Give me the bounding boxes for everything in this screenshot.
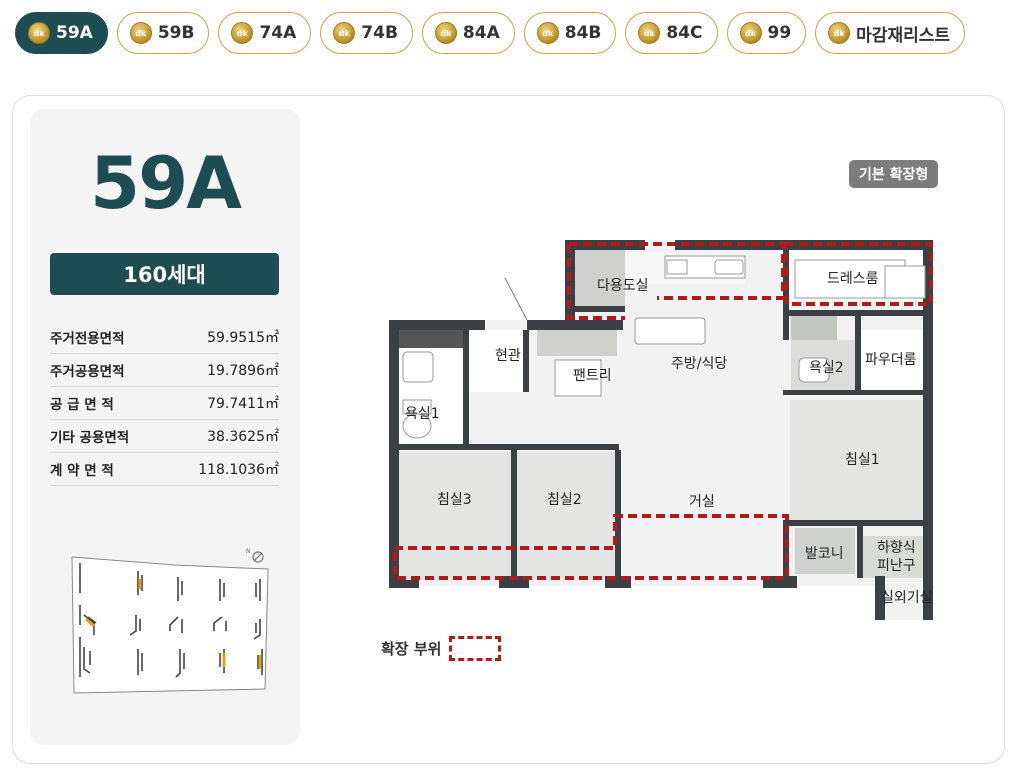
- plan-type-tag: 기본 확장형: [849, 160, 939, 188]
- area-row: 주거전용면적 59.9515㎡: [50, 321, 279, 354]
- area-row: 공 급 면 적 79.7411㎡: [50, 387, 279, 420]
- room-evac-line1: 하향식: [877, 540, 916, 556]
- area-value: 118.1036㎡: [198, 462, 279, 478]
- tab-finish-list[interactable]: dk 마감재리스트: [815, 12, 966, 54]
- room-outdoor-unit: 실외기실: [881, 590, 933, 606]
- area-value: 19.7896㎡: [207, 363, 279, 379]
- area-row: 계 약 면 적 118.1036㎡: [50, 453, 279, 486]
- gold-emblem-icon: dk: [536, 22, 559, 44]
- area-row: 기타 공용면적 38.3625㎡: [50, 420, 279, 453]
- gold-emblem-icon: dk: [828, 22, 851, 44]
- area-label: 계 약 면 적: [50, 463, 114, 479]
- room-evac-line2: 피난구: [877, 558, 916, 574]
- room-bed-3: 침실3: [437, 492, 472, 508]
- compass-icon: N: [246, 548, 264, 563]
- tab-74b[interactable]: dk 74B: [320, 12, 413, 54]
- gold-emblem-icon: dk: [638, 22, 661, 44]
- area-row: 주거공용면적 19.7896㎡: [50, 354, 279, 387]
- room-entrance: 현관: [495, 348, 521, 364]
- legend-label: 확장 부위: [381, 640, 442, 658]
- tab-label: 59B: [157, 23, 195, 43]
- unit-detail-card: 59A 160세대 주거전용면적 59.9515㎡ 주거공용면적 19.7896…: [12, 95, 1005, 764]
- svg-text:N: N: [246, 548, 251, 555]
- legend-dashed-box: [449, 636, 502, 661]
- gold-emblem-icon: dk: [434, 22, 457, 44]
- tab-84c[interactable]: dk 84C: [625, 12, 718, 54]
- tab-label: 74A: [259, 23, 297, 43]
- tab-99[interactable]: dk 99: [726, 12, 807, 54]
- room-living: 거실: [689, 494, 715, 510]
- area-value: 59.9515㎡: [207, 330, 279, 346]
- gold-emblem-icon: dk: [739, 22, 762, 44]
- fixtures: [402, 255, 926, 439]
- tab-label: 84A: [462, 23, 500, 43]
- plan-legend: 확장 부위: [381, 636, 502, 661]
- area-label: 주거공용면적: [50, 364, 125, 380]
- tab-59a[interactable]: dk 59A: [15, 12, 108, 54]
- tab-label: 99: [767, 23, 792, 43]
- floor-plan: 드레스룸 다용도실 주방/식당 현관 팬트리 욕실1 욕실2 파우더룸 침실1 …: [389, 240, 933, 620]
- tab-label: 84B: [564, 23, 602, 43]
- area-label: 공 급 면 적: [50, 397, 114, 413]
- room-kitchen: 주방/식당: [671, 356, 727, 372]
- unit-type-title: 59A: [90, 141, 242, 225]
- tab-74a[interactable]: dk 74A: [218, 12, 312, 54]
- tab-84a[interactable]: dk 84A: [421, 12, 515, 54]
- tab-59b[interactable]: dk 59B: [116, 12, 210, 54]
- area-table: 주거전용면적 59.9515㎡ 주거공용면적 19.7896㎡ 공 급 면 적 …: [50, 321, 279, 486]
- area-label: 주거전용면적: [50, 331, 125, 347]
- unit-info-panel: 59A 160세대 주거전용면적 59.9515㎡ 주거공용면적 19.7896…: [30, 109, 300, 745]
- expansion-areas: [393, 242, 933, 580]
- area-value: 79.7411㎡: [207, 396, 279, 412]
- room-powder: 파우더룸: [865, 352, 917, 368]
- area-label: 기타 공용면적: [50, 430, 130, 446]
- unit-type-tabs: dk 59A dk 59B dk 74A dk 74B dk 84A dk 84…: [15, 12, 966, 54]
- tab-label: 59A: [56, 23, 93, 43]
- tab-label: 74B: [361, 23, 398, 43]
- gold-emblem-icon: dk: [231, 22, 254, 44]
- room-multipurpose: 다용도실: [597, 278, 649, 294]
- area-value: 38.3625㎡: [207, 429, 279, 445]
- gold-emblem-icon: dk: [333, 22, 356, 44]
- room-dress: 드레스룸: [827, 271, 879, 287]
- tab-label: 마감재리스트: [856, 25, 951, 46]
- household-count-badge: 160세대: [50, 253, 279, 295]
- room-bath-2: 욕실2: [809, 360, 844, 376]
- room-pantry: 팬트리: [573, 368, 612, 384]
- room-bed-2: 침실2: [547, 492, 582, 508]
- room-bed-1: 침실1: [845, 452, 880, 468]
- site-plan-map: N: [71, 548, 269, 694]
- gold-emblem-icon: dk: [28, 22, 50, 44]
- room-bath-1: 욕실1: [405, 406, 440, 422]
- tab-84b[interactable]: dk 84B: [523, 12, 617, 54]
- tab-label: 84C: [666, 23, 703, 43]
- gold-emblem-icon: dk: [129, 22, 152, 44]
- room-balcony: 발코니: [805, 546, 844, 562]
